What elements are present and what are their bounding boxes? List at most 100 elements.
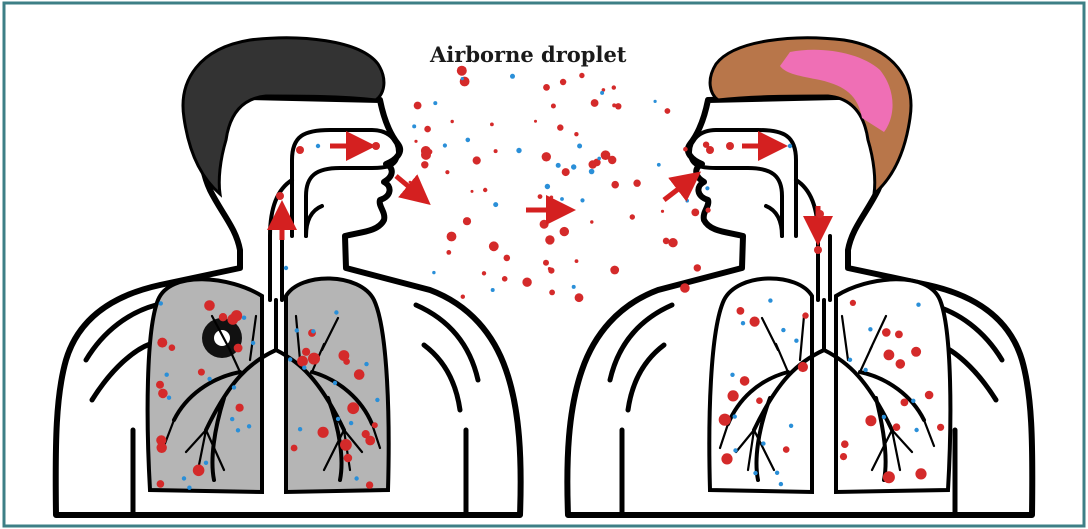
airborne-droplet-red [482, 271, 486, 275]
lung-droplet-blue [187, 486, 191, 490]
lung-droplet-red [340, 439, 352, 451]
lung-droplet-blue [232, 385, 236, 389]
lung-droplet-blue [336, 417, 340, 421]
lung-droplet-red [884, 350, 895, 361]
airway-droplet [284, 266, 288, 270]
exhale-arrow [396, 176, 420, 196]
airborne-droplet-red [538, 194, 543, 199]
lung-droplet-red [291, 445, 298, 452]
lung-droplet-blue [230, 417, 234, 421]
lung-droplet-blue [167, 396, 171, 400]
lung-droplet-blue [165, 373, 169, 377]
droplet-cloud [409, 66, 711, 302]
airborne-droplet-red [560, 227, 569, 236]
airborne-droplet-red [414, 102, 422, 110]
lung-droplet-blue [295, 328, 299, 332]
airborne-droplet-blue [556, 163, 561, 168]
lung-droplet-red [234, 344, 243, 353]
lung-droplet-red [911, 347, 921, 357]
airway-droplet [726, 142, 734, 150]
airborne-droplet-red [548, 267, 551, 270]
lung-droplet-red [157, 338, 167, 348]
lung-droplet-red [157, 480, 165, 488]
lung-droplet-red [366, 481, 373, 488]
airborne-droplet-red [545, 235, 554, 244]
lung-droplet-red [756, 397, 763, 404]
airborne-droplet-red [461, 295, 465, 299]
airborne-droplet-red [522, 278, 531, 287]
recipient-person [567, 38, 1032, 515]
lung-droplet-red [344, 454, 353, 463]
airborne-droplet-red [540, 220, 549, 229]
lung-droplet-red [841, 440, 849, 448]
lung-droplet-red [318, 427, 329, 438]
lung-droplet-red [865, 415, 876, 426]
airborne-droplet-red [579, 73, 584, 78]
airborne-droplet-blue [654, 100, 657, 103]
airborne-droplet-red [504, 255, 511, 262]
airborne-droplet-red [494, 149, 498, 153]
airborne-droplet-blue [466, 138, 471, 143]
lung-droplet-blue [882, 415, 886, 419]
lung-droplet-red [347, 402, 359, 414]
airborne-droplet-red [562, 168, 570, 176]
lung-droplet-red [750, 317, 760, 327]
airborne-droplet-blue [572, 285, 576, 289]
airway-droplet [296, 146, 304, 154]
airborne-droplet-red [612, 103, 616, 107]
lung-droplet-red [896, 359, 906, 369]
airborne-droplet-red [409, 181, 412, 184]
airway-droplet [276, 192, 284, 200]
lung-droplet-red [158, 389, 168, 399]
airborne-droplet-red [446, 250, 451, 255]
lung-droplet-red [372, 422, 378, 428]
airborne-droplet-red [560, 79, 566, 85]
airborne-droplet-blue [577, 144, 582, 149]
airborne-droplet-red [483, 188, 487, 192]
airborne-droplet-red [661, 210, 664, 213]
airborne-droplet-red [557, 124, 563, 130]
airborne-droplet-blue [571, 164, 576, 169]
lung-droplet-blue [753, 471, 757, 475]
airway-droplet [706, 146, 714, 154]
lung-droplet-blue [789, 424, 793, 428]
lung-droplet-blue [868, 327, 872, 331]
airborne-droplet-red [706, 208, 711, 213]
lung-droplet-blue [242, 316, 246, 320]
airborne-droplet-red [680, 283, 690, 293]
airway-droplet [372, 142, 380, 150]
lung-droplet-red [198, 369, 205, 376]
lung-droplet-red [354, 369, 365, 380]
lung-droplet-red [895, 331, 903, 339]
lung-droplet-blue [916, 303, 920, 307]
lung-droplet-red [308, 353, 320, 365]
airborne-droplet-red [668, 238, 677, 247]
lung-droplet-red [737, 307, 745, 315]
lung-droplet-red [362, 430, 370, 438]
lung-droplet-red [840, 453, 847, 460]
airway-droplet [316, 144, 320, 148]
airborne-droplet-red [421, 161, 428, 168]
lung-droplet-blue [247, 424, 251, 428]
lung-droplet-blue [236, 428, 240, 432]
airborne-droplet-blue [491, 288, 495, 292]
airborne-droplet-blue [432, 271, 435, 274]
lung-droplet-red [343, 358, 350, 365]
lung-droplet-blue [775, 471, 779, 475]
airborne-droplet-red [473, 156, 481, 164]
lung-droplet-blue [911, 399, 915, 403]
airborne-droplet-red [542, 152, 551, 161]
airborne-droplet-red [574, 132, 578, 136]
airborne-droplet-blue [685, 199, 689, 203]
lung-droplet-blue [182, 476, 186, 480]
lung-droplet-red [740, 376, 750, 386]
source-person [56, 38, 521, 515]
airborne-droplet-red [665, 108, 671, 114]
airborne-droplet-red [575, 293, 584, 302]
airborne-droplet-red [447, 232, 457, 242]
lung-droplet-red [882, 328, 891, 337]
lung-droplet-blue [288, 357, 292, 361]
lung-droplet-red [302, 348, 310, 356]
airway-droplet [816, 210, 824, 218]
